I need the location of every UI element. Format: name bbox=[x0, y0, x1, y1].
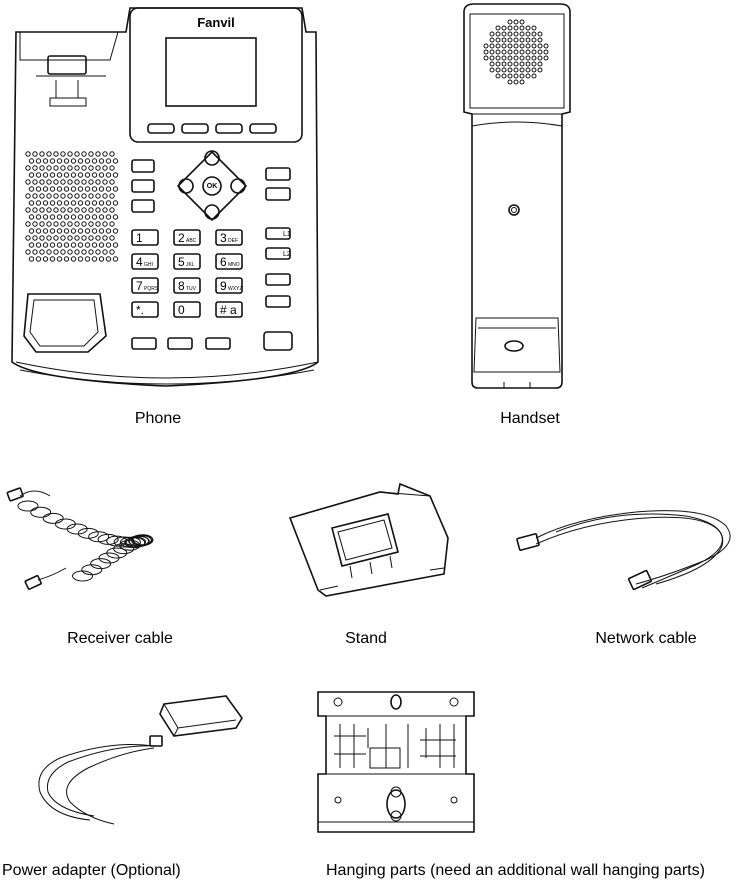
keypad-letters: MNO bbox=[228, 262, 240, 268]
keypad-digit: 9 bbox=[220, 279, 227, 293]
stand-caption: Stand bbox=[345, 630, 387, 647]
receiver-cable-illustration bbox=[6, 480, 216, 598]
earpiece-grille bbox=[483, 19, 549, 85]
keypad-letters: WXYZ bbox=[228, 286, 242, 292]
power-adapter-caption: Power adapter (Optional) bbox=[2, 862, 181, 879]
line-key-1-label: L1 bbox=[283, 231, 291, 238]
keypad-key: # a bbox=[215, 301, 243, 318]
coil-loops bbox=[17, 500, 154, 582]
receiver-cable-caption: Receiver cable bbox=[67, 630, 173, 647]
ok-label: OK bbox=[207, 183, 218, 190]
network-cable-caption: Network cable bbox=[595, 630, 697, 647]
keypad-key: *. bbox=[131, 301, 159, 318]
line-key-2-label: L2 bbox=[283, 251, 291, 258]
speaker-grille bbox=[25, 151, 119, 262]
keypad-digit: 4 bbox=[136, 255, 143, 269]
hanging-parts-illustration bbox=[310, 688, 482, 838]
keypad-digit: 1 bbox=[136, 231, 143, 245]
handset-illustration bbox=[456, 2, 578, 394]
keypad-letters: GHI bbox=[144, 262, 153, 268]
keypad-key: 0 bbox=[173, 301, 201, 318]
handset-caption: Handset bbox=[500, 410, 560, 427]
keypad-key: 1 bbox=[131, 229, 159, 246]
keypad-digit: 3 bbox=[220, 231, 227, 245]
keypad-letters: TUV bbox=[186, 286, 197, 292]
brand-logo: Fanvil bbox=[197, 15, 235, 30]
keypad-letters: PQRS bbox=[144, 286, 159, 292]
keypad-letters: ABC bbox=[186, 238, 197, 244]
power-adapter-illustration bbox=[30, 688, 252, 828]
keypad-digit: 2 bbox=[178, 231, 185, 245]
phone-caption: Phone bbox=[134, 410, 182, 427]
keypad-digit: *. bbox=[136, 303, 144, 317]
keypad-letters: DEF bbox=[228, 238, 238, 244]
keypad-digit: 5 bbox=[178, 255, 185, 269]
keypad-digit: 8 bbox=[178, 279, 185, 293]
network-cable-illustration bbox=[516, 488, 742, 600]
keypad-digit: # a bbox=[220, 303, 237, 317]
keypad-digit: 0 bbox=[178, 303, 185, 317]
keypad-digit: 7 bbox=[136, 279, 143, 293]
keypad-letters: JKL bbox=[186, 262, 195, 268]
hanging-parts-caption: Hanging parts (need an additional wall h… bbox=[326, 862, 705, 879]
keypad-digit: 6 bbox=[220, 255, 227, 269]
stand-illustration bbox=[280, 478, 460, 602]
